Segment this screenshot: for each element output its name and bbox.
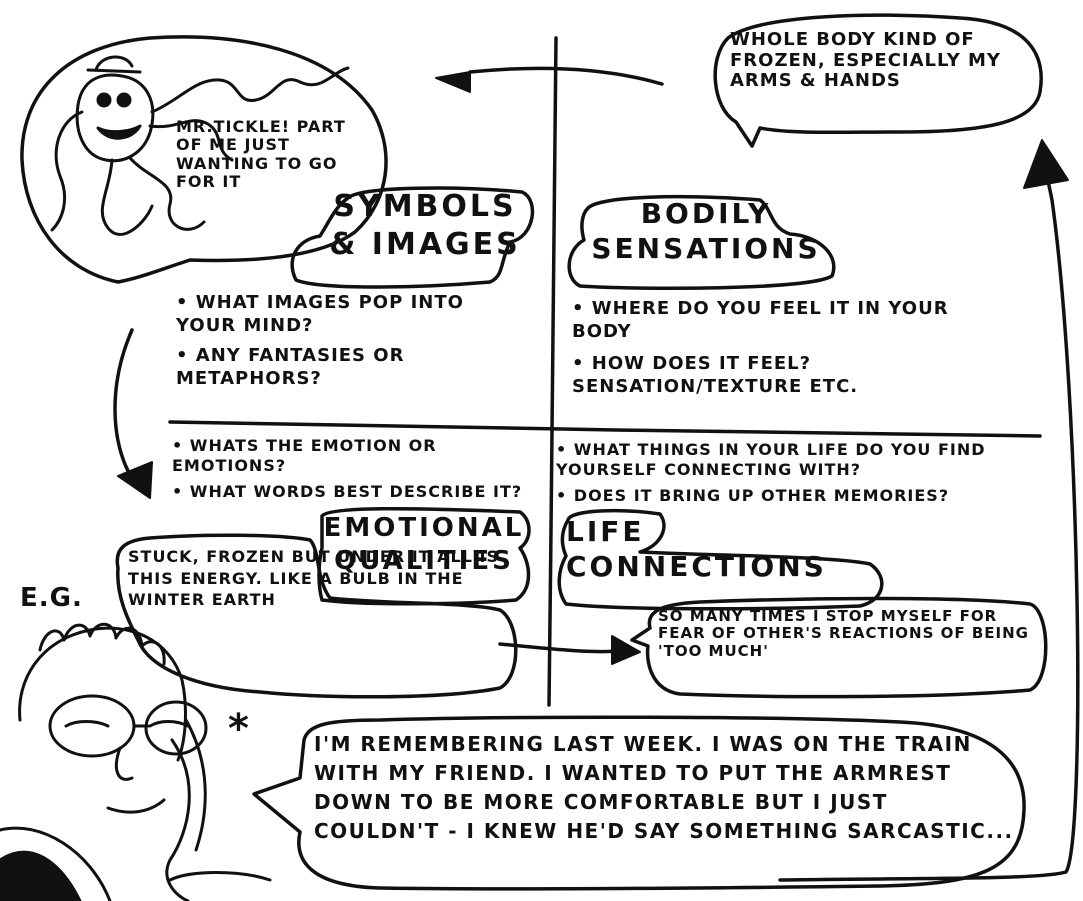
symbols-label: SYMBOLS & IMAGES xyxy=(310,188,540,263)
mr-tickle-bubble xyxy=(20,35,388,284)
symbols-example-text: MR.TICKLE! PART OF ME JUST WANTING TO GO… xyxy=(176,117,346,192)
bodily-label-line1: BODILY xyxy=(640,197,772,230)
memory-text: I'M REMEMBERING LAST WEEK. I WAS ON THE … xyxy=(314,732,1014,843)
arrow-memory-to-bodily xyxy=(778,158,1080,882)
bodily-question: • WHERE DO YOU FEEL IT IN YOUR BODY xyxy=(572,298,949,342)
symbols-question: • ANY FANTASIES OR METAPHORS? xyxy=(176,345,405,389)
bodily-question: • HOW DOES IT FEEL? SENSATION/TEXTURE ET… xyxy=(572,353,859,397)
symbols-label-line2: & IMAGES xyxy=(329,226,521,262)
asterisk: * xyxy=(228,706,250,752)
emotional-label-line1: EMOTIONAL xyxy=(323,513,525,543)
arrow-emotional-to-life xyxy=(498,642,630,654)
memory-bubble xyxy=(252,715,1026,891)
mr-tickle-figure xyxy=(50,55,350,236)
horizontal-axis xyxy=(168,420,1042,438)
emotional-question: • WHAT WORDS BEST DESCRIBE IT? xyxy=(172,482,523,501)
life-label-line1: LIFE xyxy=(566,515,645,548)
emotional-questions: • WHATS THE EMOTION OR EMOTIONS? • WHAT … xyxy=(172,436,552,502)
symbols-question: • WHAT IMAGES POP INTO YOUR MIND? xyxy=(176,292,464,336)
bodily-bubble xyxy=(713,13,1043,148)
emotional-label-line2: QUALITIES xyxy=(334,545,514,576)
symbols-questions: • WHAT IMAGES POP INTO YOUR MIND? • ANY … xyxy=(176,292,516,390)
arrowhead-down xyxy=(117,461,153,499)
emotional-bubble xyxy=(115,533,518,699)
bodily-label: BODILY SENSATIONS xyxy=(576,196,836,266)
arrow-symbols-to-bodily xyxy=(468,66,664,86)
arrowhead-up xyxy=(1023,139,1069,189)
person-drawing xyxy=(0,622,272,901)
emotional-example-text: STUCK, FROZEN BUT UNDER IT ALL IS THIS E… xyxy=(128,547,499,610)
arrowhead-right xyxy=(611,635,641,665)
emotional-label: EMOTIONAL QUALITIES xyxy=(318,512,530,577)
emotional-question: • WHATS THE EMOTION OR EMOTIONS? xyxy=(172,436,437,475)
vertical-axis xyxy=(547,36,558,707)
life-bubble xyxy=(630,596,1048,699)
bodily-questions: • WHERE DO YOU FEEL IT IN YOUR BODY • HO… xyxy=(572,298,1002,398)
life-example-text: SO MANY TIMES I STOP MYSELF FOR FEAR OF … xyxy=(658,607,1029,660)
life-question: • WHAT THINGS IN YOUR LIFE DO YOU FIND Y… xyxy=(556,440,986,479)
symbols-label-line1: SYMBOLS xyxy=(333,189,517,224)
symbols-label-outline xyxy=(290,186,535,289)
bodily-label-line2: SENSATIONS xyxy=(591,232,821,265)
arrowhead-left xyxy=(435,71,471,93)
emotional-label-outline xyxy=(317,506,531,606)
life-label-outline xyxy=(557,508,884,611)
bodily-label-outline xyxy=(567,194,836,291)
arrow-bodily-to-emotional xyxy=(113,328,136,484)
life-label: LIFE CONNECTIONS xyxy=(566,514,886,584)
bodily-example-text: WHOLE BODY KIND OF FROZEN, ESPECIALLY MY… xyxy=(730,29,1001,92)
life-questions: • WHAT THINGS IN YOUR LIFE DO YOU FIND Y… xyxy=(556,440,1056,506)
life-label-line2: CONNECTIONS xyxy=(566,550,827,583)
life-question: • DOES IT BRING UP OTHER MEMORIES? xyxy=(556,486,950,505)
eg-label: E.G. xyxy=(20,583,83,613)
